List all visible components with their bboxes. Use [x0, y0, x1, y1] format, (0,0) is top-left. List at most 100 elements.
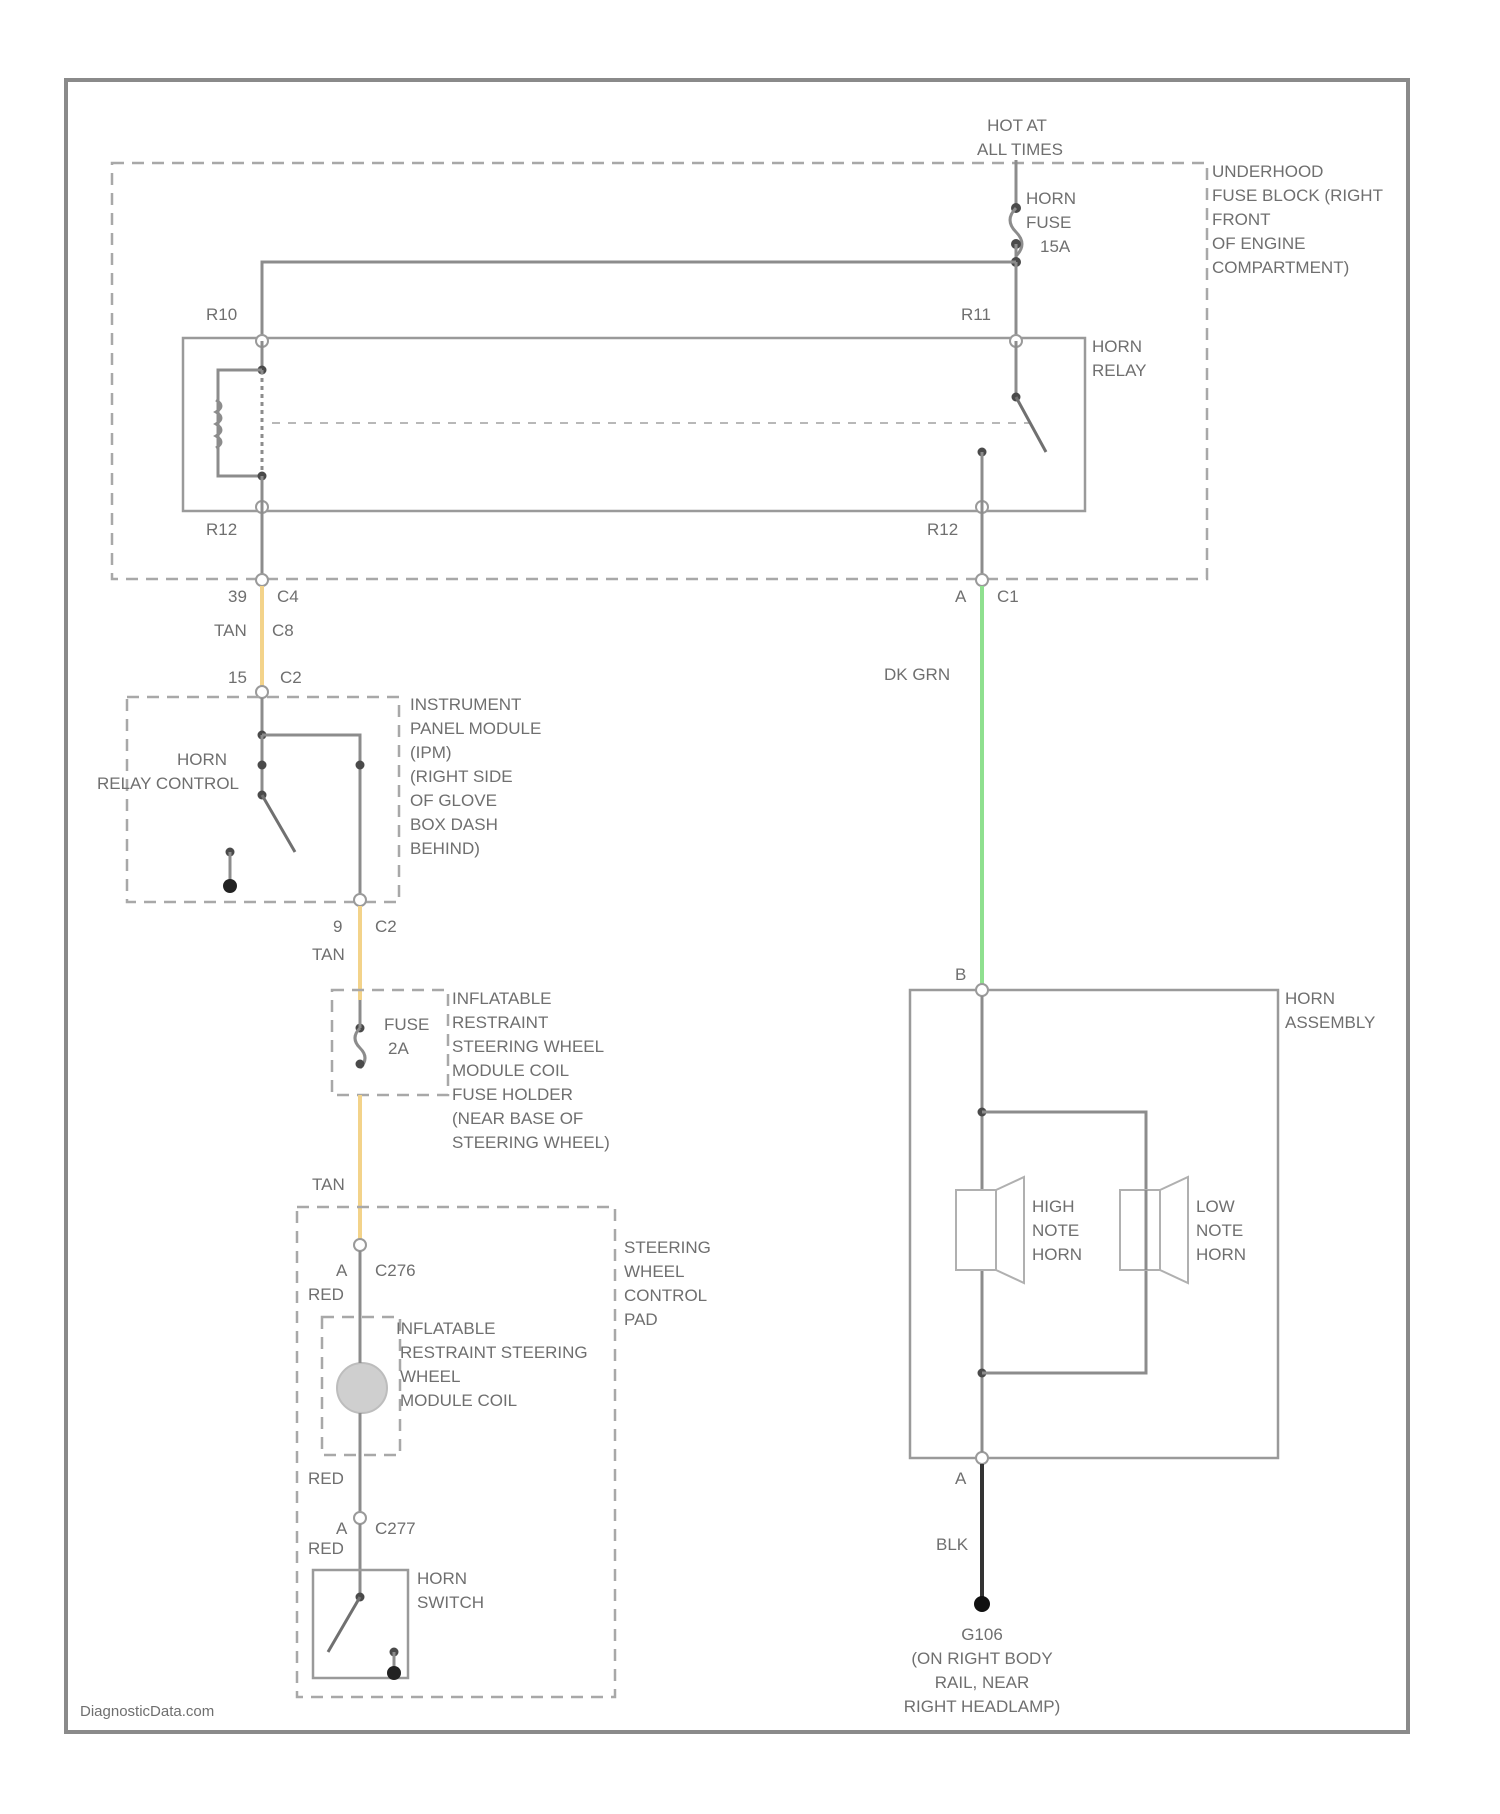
- low-note-horn-bell: [1160, 1177, 1188, 1283]
- svg-text:STEERING: STEERING: [624, 1238, 711, 1257]
- steering-pad-label: STEERING WHEEL CONTROL PAD: [624, 1238, 711, 1329]
- ground-g106-icon: [974, 1596, 990, 1612]
- red-wire-2-label: RED: [308, 1469, 344, 1488]
- connector-c1-pin: A: [955, 587, 967, 606]
- svg-text:MODULE COIL: MODULE COIL: [400, 1391, 517, 1410]
- ipm-bypass-wire: [262, 735, 360, 895]
- diagram-frame: [66, 80, 1408, 1732]
- svg-text:RESTRAINT STEERING: RESTRAINT STEERING: [400, 1343, 588, 1362]
- horn-assembly-label-1: HORN: [1285, 989, 1335, 1008]
- svg-text:LOW: LOW: [1196, 1197, 1235, 1216]
- relay-coil-icon: [218, 370, 262, 476]
- connector-c277: [354, 1512, 366, 1524]
- svg-text:(RIGHT SIDE: (RIGHT SIDE: [410, 767, 513, 786]
- svg-text:MODULE COIL: MODULE COIL: [452, 1061, 569, 1080]
- connector-c276: [354, 1239, 366, 1251]
- svg-text:NOTE: NOTE: [1032, 1221, 1079, 1240]
- tan-wire-2-label: TAN: [312, 945, 345, 964]
- horn-switch-label-2: SWITCH: [417, 1593, 484, 1612]
- tan-wire-1-label: TAN: [214, 621, 247, 640]
- ipm-arrow-left: [258, 761, 267, 770]
- svg-text:HORN: HORN: [1026, 189, 1076, 208]
- svg-text:BOX DASH: BOX DASH: [410, 815, 498, 834]
- svg-text:PANEL MODULE: PANEL MODULE: [410, 719, 541, 738]
- fuse-block-label: UNDERHOOD FUSE BLOCK (RIGHT FRONT OF ENG…: [1212, 162, 1383, 277]
- svg-text:STEERING WHEEL): STEERING WHEEL): [452, 1133, 610, 1152]
- high-note-horn-label: HIGH NOTE HORN: [1032, 1197, 1082, 1264]
- svg-text:(IPM): (IPM): [410, 743, 452, 762]
- supply-label-2: ALL TIMES: [977, 140, 1063, 159]
- horn-switch-blade: [328, 1597, 360, 1652]
- dk-grn-wire-label: DK GRN: [884, 665, 950, 684]
- svg-text:CONTROL: CONTROL: [624, 1286, 707, 1305]
- high-note-horn-icon: [956, 1190, 996, 1270]
- high-note-horn-bell: [996, 1177, 1024, 1283]
- fuse-2a-label-2: 2A: [388, 1039, 409, 1058]
- svg-text:G106: G106: [961, 1625, 1003, 1644]
- connector-c276-pin: A: [336, 1261, 348, 1280]
- pin-r12-right: R12: [927, 520, 958, 539]
- horn-relay-label-2: RELAY: [1092, 361, 1147, 380]
- svg-text:15A: 15A: [1040, 237, 1071, 256]
- svg-text:(NEAR BASE OF: (NEAR BASE OF: [452, 1109, 583, 1128]
- relay-feed-wire: [262, 262, 1016, 338]
- horn-relay-control-label-2: RELAY CONTROL: [97, 774, 239, 793]
- ipm-arrow-right: [356, 761, 365, 770]
- ipm-switch-blade: [262, 795, 295, 852]
- horn-assembly-label-2: ASSEMBLY: [1285, 1013, 1375, 1032]
- connector-ipm-c2-out: [354, 894, 366, 906]
- svg-text:HORN: HORN: [1032, 1245, 1082, 1264]
- connector-c4-name: C4: [277, 587, 299, 606]
- horn-assembly-pin-b-terminal: [976, 984, 988, 996]
- connector-ipm-out-pin: 9: [333, 917, 342, 936]
- svg-text:PAD: PAD: [624, 1310, 658, 1329]
- svg-text:NOTE: NOTE: [1196, 1221, 1243, 1240]
- horn-assembly-pin-a: A: [955, 1469, 967, 1488]
- svg-text:FUSE HOLDER: FUSE HOLDER: [452, 1085, 573, 1104]
- horn-switch-label-1: HORN: [417, 1569, 467, 1588]
- horn-assembly-pin-a-terminal: [976, 1452, 988, 1464]
- connector-c1: [976, 574, 988, 586]
- svg-text:(ON RIGHT BODY: (ON RIGHT BODY: [911, 1649, 1052, 1668]
- ipm-ground-icon: [223, 879, 237, 893]
- svg-text:FUSE BLOCK (RIGHT: FUSE BLOCK (RIGHT: [1212, 186, 1383, 205]
- horn-switch-ground-icon: [387, 1666, 401, 1680]
- low-note-horn-icon: [1120, 1190, 1160, 1270]
- fuse-2a-label-1: FUSE: [384, 1015, 429, 1034]
- svg-text:OF GLOVE: OF GLOVE: [410, 791, 497, 810]
- supply-label-1: HOT AT: [987, 116, 1047, 135]
- svg-text:RIGHT HEADLAMP): RIGHT HEADLAMP): [904, 1697, 1061, 1716]
- svg-text:WHEEL: WHEEL: [400, 1367, 460, 1386]
- svg-text:FUSE: FUSE: [1026, 213, 1071, 232]
- svg-text:INFLATABLE: INFLATABLE: [452, 989, 552, 1008]
- svg-text:FRONT: FRONT: [1212, 210, 1271, 229]
- svg-text:OF ENGINE: OF ENGINE: [1212, 234, 1306, 253]
- ground-g106-label: G106 (ON RIGHT BODY RAIL, NEAR RIGHT HEA…: [904, 1625, 1061, 1716]
- connector-c277-name: C277: [375, 1519, 416, 1538]
- tan-wire-1-conn: C8: [272, 621, 294, 640]
- horn-relay-label-1: HORN: [1092, 337, 1142, 356]
- svg-text:INSTRUMENT: INSTRUMENT: [410, 695, 521, 714]
- connector-c4-terminal: [256, 574, 268, 586]
- horn-assembly-pin-b: B: [955, 965, 966, 984]
- svg-text:BEHIND): BEHIND): [410, 839, 480, 858]
- blk-wire-label: BLK: [936, 1535, 969, 1554]
- connector-c4-pin: 39: [228, 587, 247, 606]
- low-note-horn-label: LOW NOTE HORN: [1196, 1197, 1246, 1264]
- horn-relay-control-label-1: HORN: [177, 750, 227, 769]
- connector-ipm-in-pin: 15: [228, 668, 247, 687]
- pin-r11: R11: [961, 305, 991, 324]
- steering-module-coil-icon: [337, 1363, 387, 1413]
- connector-c276-wire: RED: [308, 1285, 344, 1304]
- connector-ipm-in-name: C2: [280, 668, 302, 687]
- ipm-label: INSTRUMENT PANEL MODULE (IPM) (RIGHT SID…: [410, 695, 541, 858]
- connector-c1-name: C1: [997, 587, 1019, 606]
- svg-text:HIGH: HIGH: [1032, 1197, 1075, 1216]
- horn-relay-box: [183, 338, 1085, 511]
- coil-fuse-holder-label: INFLATABLE RESTRAINT STEERING WHEEL MODU…: [452, 989, 610, 1152]
- connector-c276-name: C276: [375, 1261, 416, 1280]
- svg-text:INFLATABLE: INFLATABLE: [396, 1319, 496, 1338]
- horn-fuse-label: HORN FUSE 15A: [1026, 189, 1076, 256]
- svg-text:COMPARTMENT): COMPARTMENT): [1212, 258, 1349, 277]
